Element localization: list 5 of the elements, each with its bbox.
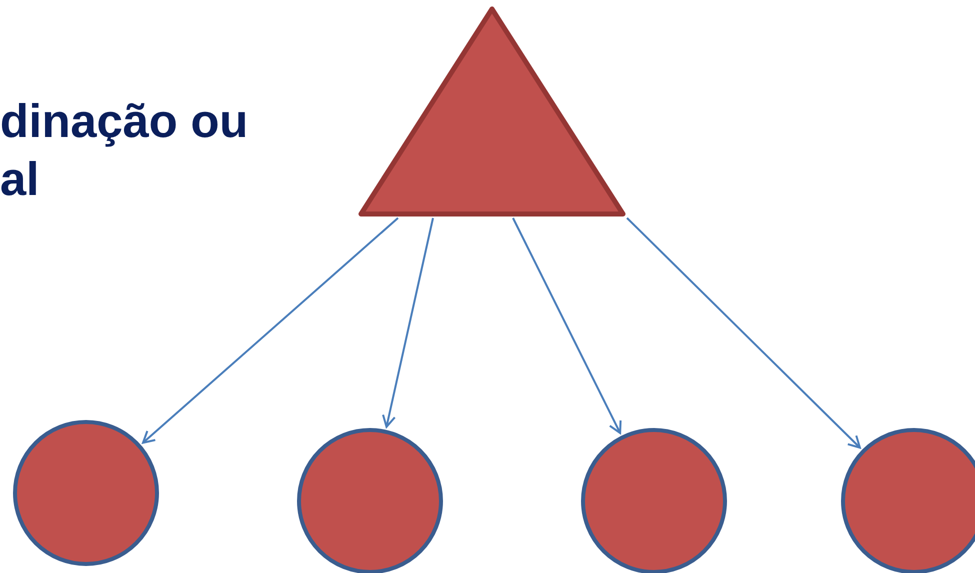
arrow: [512, 218, 622, 434]
heading-text: dinação ou al: [0, 93, 250, 207]
arrow: [382, 218, 434, 428]
arrow: [142, 217, 399, 444]
arrow: [626, 217, 861, 449]
